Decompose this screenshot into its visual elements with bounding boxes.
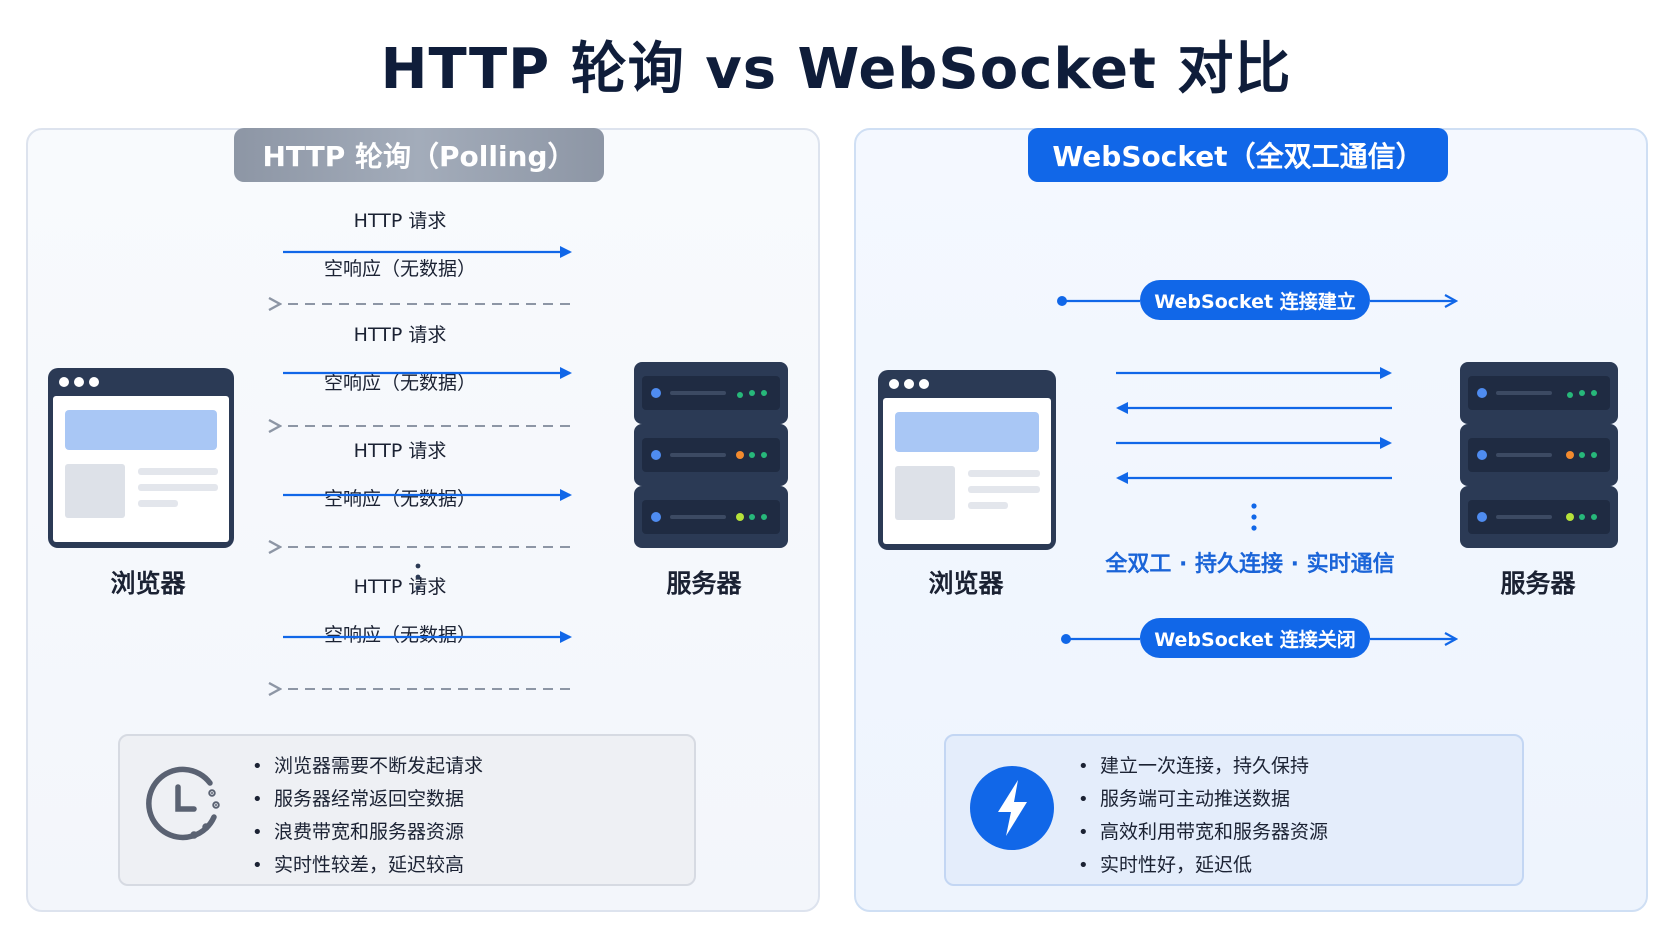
- response-label: 空响应（无数据）: [323, 258, 476, 280]
- response-label: 空响应（无数据）: [323, 624, 476, 646]
- server-icon: [634, 362, 788, 548]
- websocket-notes: 建立一次连接，持久保持 服务端可主动推送数据 高效利用带宽和服务器资源 实时性好…: [944, 734, 1524, 886]
- note-item: 服务端可主动推送数据: [1076, 783, 1328, 816]
- browser-icon: [878, 370, 1056, 550]
- ellipsis-dots: [1251, 503, 1257, 531]
- note-item: 建立一次连接，持久保持: [1076, 750, 1328, 783]
- websocket-header: WebSocket（全双工通信）: [1028, 128, 1448, 182]
- request-label: HTTP 请求: [353, 576, 447, 598]
- client-label: 浏览器: [928, 569, 1004, 598]
- server-label: 服务器: [1500, 569, 1576, 598]
- lightning-icon: [970, 766, 1054, 850]
- polling-notes: 浏览器需要不断发起请求 服务器经常返回空数据 浪费带宽和服务器资源 实时性较差，…: [118, 734, 696, 886]
- ellipsis-dots: [415, 563, 421, 591]
- connection-close-pill: WebSocket 连接关闭: [1140, 618, 1370, 658]
- request-label: HTTP 请求: [353, 440, 447, 462]
- server-label: 服务器: [666, 569, 742, 598]
- note-item: 浪费带宽和服务器资源: [250, 816, 483, 849]
- browser-icon: [48, 368, 234, 548]
- request-label: HTTP 请求: [353, 324, 447, 346]
- connection-open-pill: WebSocket 连接建立: [1140, 280, 1370, 320]
- client-label: 浏览器: [110, 569, 186, 598]
- websocket-arrows: [1057, 296, 1456, 644]
- note-item: 实时性好，延迟低: [1076, 849, 1328, 882]
- request-label: HTTP 请求: [353, 210, 447, 232]
- response-label: 空响应（无数据）: [323, 372, 476, 394]
- polling-header: HTTP 轮询（Polling）: [234, 128, 604, 182]
- clock-icon: [146, 766, 220, 841]
- note-item: 高效利用带宽和服务器资源: [1076, 816, 1328, 849]
- note-item: 服务器经常返回空数据: [250, 783, 483, 816]
- note-item: 实时性较差，延迟较高: [250, 849, 483, 882]
- server-icon: [1460, 362, 1618, 548]
- response-label: 空响应（无数据）: [323, 488, 476, 510]
- polling-arrows: [280, 246, 572, 689]
- page-title: HTTP 轮询 vs WebSocket 对比: [380, 37, 1292, 102]
- features-text: 全双工 · 持久连接 · 实时通信: [1105, 552, 1395, 577]
- note-item: 浏览器需要不断发起请求: [250, 750, 483, 783]
